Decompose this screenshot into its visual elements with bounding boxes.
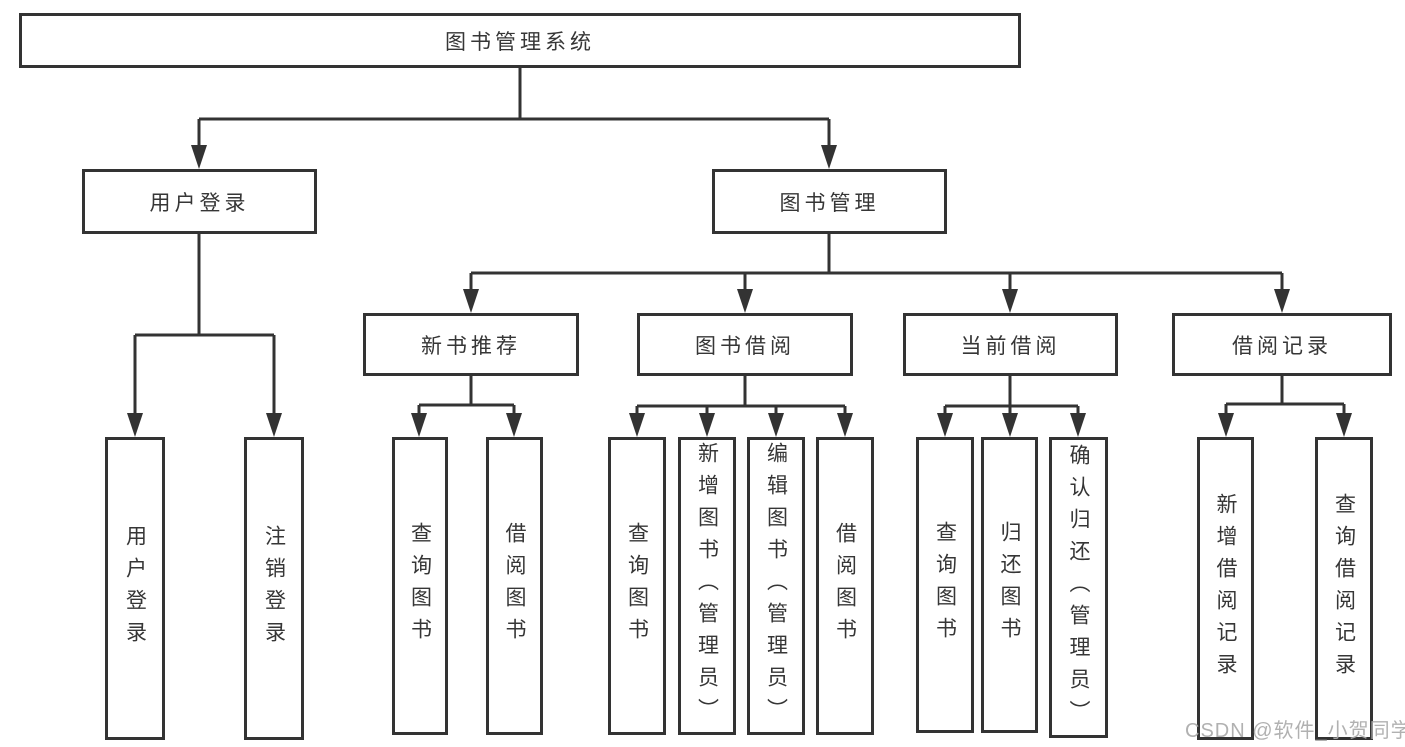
node-leaf-borrow-books: 借阅图书	[816, 437, 874, 735]
node-label: 查询图书	[625, 522, 649, 650]
node-label: 图书管理	[779, 191, 880, 215]
arrow-down-icon	[463, 289, 479, 313]
node-label: 用户登录	[149, 191, 250, 215]
connector-book-management-children	[463, 234, 1290, 313]
arrow-down-icon	[937, 413, 953, 437]
node-label: 新增借阅记录	[1214, 492, 1237, 685]
node-label: 借阅图书	[833, 522, 857, 650]
watermark: CSDN @软件_小贺同学	[1185, 720, 1405, 742]
node-label: 新增图书（管理员）	[695, 442, 719, 730]
node-leaf-user-login: 用户登录	[105, 437, 165, 740]
node-label: 查询图书	[408, 522, 432, 650]
arrow-down-icon	[1002, 413, 1018, 437]
arrow-down-icon	[737, 289, 753, 313]
connector-line	[417, 376, 516, 420]
node-current-borrow: 当前借阅	[903, 313, 1118, 376]
node-label: 查询图书	[933, 521, 957, 649]
connector-root-to-level2	[191, 68, 837, 169]
arrow-down-icon	[1070, 413, 1086, 437]
node-leaf-query-books-recommend: 查询图书	[392, 437, 448, 735]
node-borrow-records: 借阅记录	[1172, 313, 1392, 376]
connector-line	[133, 234, 276, 420]
arrow-down-icon	[191, 145, 207, 169]
arrow-down-icon	[1218, 413, 1234, 437]
node-label: 注销登录	[262, 524, 286, 653]
arrow-down-icon	[1274, 289, 1290, 313]
node-leaf-borrow-books-recommend: 借阅图书	[486, 437, 543, 735]
node-leaf-query-borrow-record: 查询借阅记录	[1315, 437, 1373, 740]
node-label: 查询借阅记录	[1332, 492, 1356, 685]
node-leaf-return-book: 归还图书	[981, 437, 1038, 733]
node-label: 编辑图书（管理员）	[764, 442, 788, 730]
connector-line	[469, 234, 1284, 296]
node-label: 归还图书	[998, 521, 1021, 649]
node-leaf-query-books-borrow: 查询图书	[608, 437, 666, 735]
node-leaf-add-borrow-record: 新增借阅记录	[1197, 437, 1254, 740]
node-label: 图书管理系统	[445, 30, 595, 54]
node-label: 当前借阅	[960, 334, 1061, 358]
connector-line	[197, 68, 831, 150]
arrow-down-icon	[629, 413, 645, 437]
arrow-down-icon	[699, 413, 715, 437]
node-user-login: 用户登录	[82, 169, 317, 234]
node-label: 图书借阅	[695, 334, 795, 358]
arrow-down-icon	[411, 413, 427, 437]
arrow-down-icon	[768, 413, 784, 437]
connector-line	[635, 376, 847, 420]
node-leaf-add-book-admin: 新增图书（管理员）	[678, 437, 736, 735]
arrow-down-icon	[837, 413, 853, 437]
arrow-down-icon	[266, 413, 282, 437]
arrow-down-icon	[127, 413, 143, 437]
node-leaf-confirm-return-admin: 确认归还（管理员）	[1049, 437, 1108, 738]
connector-current-borrow-children	[937, 376, 1086, 437]
node-leaf-edit-book-admin: 编辑图书（管理员）	[747, 437, 805, 735]
connector-user-login-children	[127, 234, 282, 437]
node-label: 用户登录	[123, 524, 147, 653]
connector-book-borrow-children	[629, 376, 853, 437]
node-leaf-logout: 注销登录	[244, 437, 304, 740]
node-label: 确认归还（管理员）	[1067, 443, 1090, 732]
node-book-management: 图书管理	[712, 169, 947, 234]
arrow-down-icon	[821, 145, 837, 169]
node-label: 新书推荐	[421, 334, 521, 358]
connector-borrow-records-children	[1218, 376, 1352, 437]
node-book-borrow: 图书借阅	[637, 313, 853, 376]
arrow-down-icon	[1002, 289, 1018, 313]
connector-new-book-recommend-children	[411, 376, 522, 437]
node-label: 借阅记录	[1232, 334, 1332, 358]
node-root-system: 图书管理系统	[19, 13, 1021, 68]
node-new-book-recommend: 新书推荐	[363, 313, 579, 376]
arrow-down-icon	[1336, 413, 1352, 437]
arrow-down-icon	[506, 413, 522, 437]
node-leaf-query-books-current: 查询图书	[916, 437, 974, 733]
node-label: 借阅图书	[503, 522, 526, 650]
connector-line	[1224, 376, 1346, 420]
